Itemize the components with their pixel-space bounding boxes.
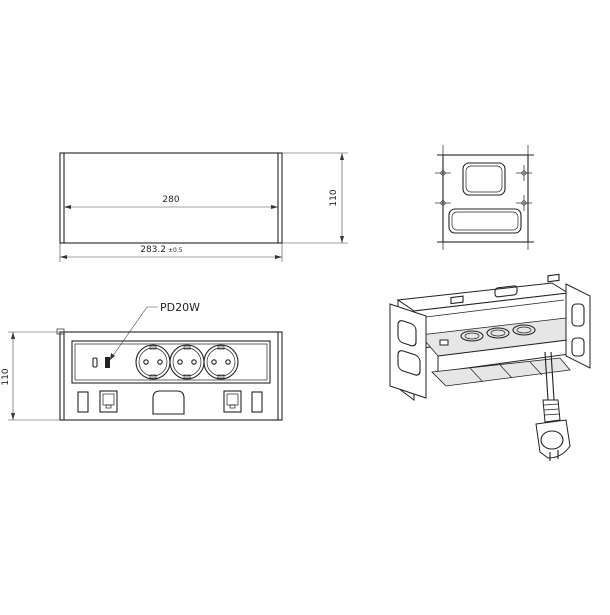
top-view: 280 283.2 ±0.5 110 — [59, 152, 348, 262]
pd20w-callout: PD20W — [109, 301, 200, 361]
rj45-port-right — [223, 390, 242, 413]
iso-power-cord — [544, 351, 549, 401]
dim-110-top: 110 — [282, 152, 348, 244]
front-view-body — [59, 331, 283, 421]
isometric-view — [389, 273, 591, 461]
pd20w-label: PD20W — [160, 301, 200, 314]
front-view: PD20W 110 — [1, 301, 283, 421]
dim-283-label: 283.2 — [140, 245, 166, 255]
schuko-socket-2 — [169, 344, 205, 380]
socket-panel — [71, 340, 271, 384]
bracket-left — [77, 391, 89, 413]
iso-schuko-plug — [535, 399, 571, 461]
dim-110-front-label: 110 — [1, 368, 11, 385]
side-view — [435, 145, 534, 250]
side-view-window-lower — [448, 208, 522, 234]
cable-outlet — [152, 390, 185, 415]
side-view-plate — [442, 154, 529, 243]
usb-c-port — [92, 357, 110, 368]
schuko-socket-3 — [203, 344, 239, 380]
side-view-window-upper — [462, 162, 506, 196]
dim-110-front: 110 — [1, 331, 60, 421]
top-view-body — [59, 152, 283, 244]
dim-280-label: 280 — [162, 195, 179, 205]
dim-283: 283.2 ±0.5 — [59, 243, 283, 262]
iso-tray — [431, 357, 571, 387]
dim-283-tolerance: ±0.5 — [168, 247, 183, 254]
rj45-port-left — [99, 390, 118, 413]
schuko-socket-1 — [135, 344, 171, 380]
dim-110-top-label: 110 — [329, 189, 339, 206]
dim-280: 280 — [64, 195, 278, 209]
bracket-right — [251, 391, 263, 413]
